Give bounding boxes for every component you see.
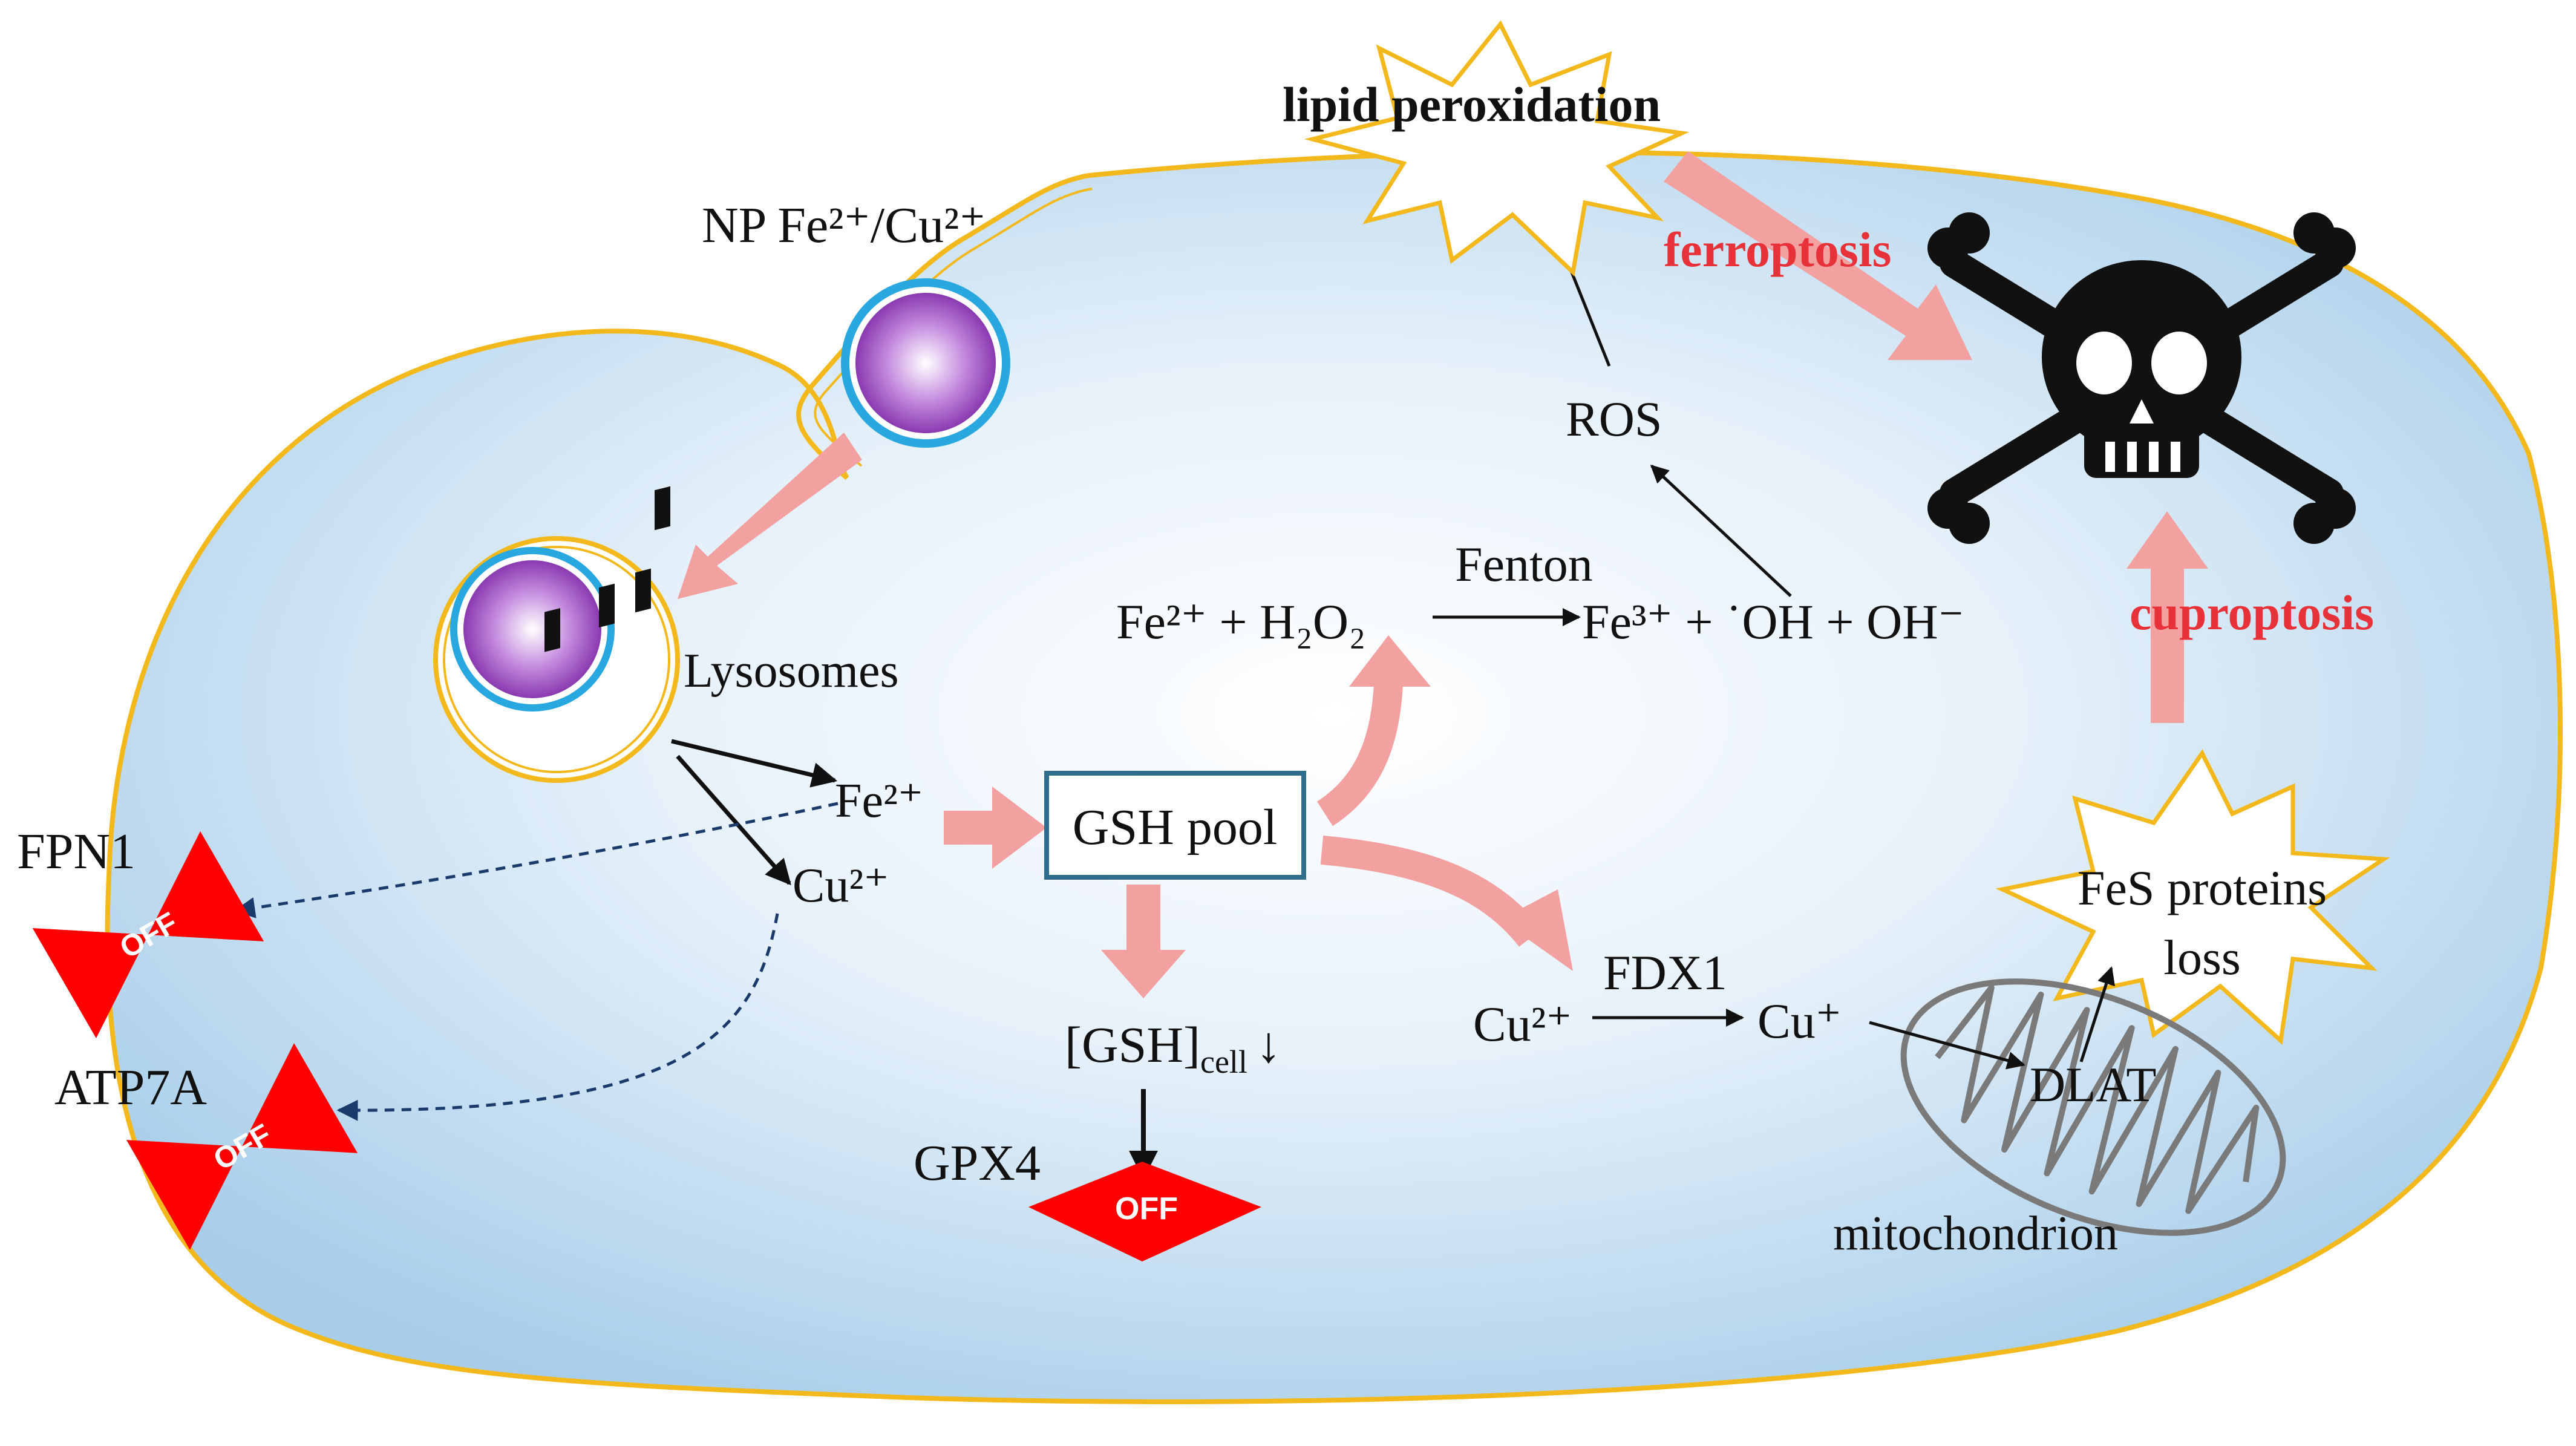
lipid-peroxidation-burst xyxy=(1304,20,1690,277)
lysosome xyxy=(433,486,680,783)
gsh-pool-label: GSH pool xyxy=(1073,799,1277,855)
gsh-cell-label: [GSH]cell↓ xyxy=(1065,1017,1281,1080)
gsh-cell-subscript: cell xyxy=(1200,1044,1247,1080)
mitochondrion-label: mitochondrion xyxy=(1833,1207,2118,1260)
fenton-products: Fe³⁺ + ˙OH + OH⁻ xyxy=(1582,594,1964,649)
cu-release-arrow xyxy=(676,754,791,886)
fenton-reactants: Fe²⁺ + H₂O₂ xyxy=(1116,594,1366,649)
nanoparticle-label: NP Fe²⁺/Cu²⁺ xyxy=(702,197,986,254)
lipid-peroxidation-label: lipid peroxidation xyxy=(1283,77,1661,132)
ion-fragment xyxy=(599,583,615,628)
cu-plus-label: Cu⁺ xyxy=(1757,993,1842,1049)
gsh-down-arrow: ↓ xyxy=(1256,1017,1281,1073)
svg-text:OFF: OFF xyxy=(1115,1191,1178,1226)
cuproptosis-label: cuproptosis xyxy=(2130,585,2374,640)
ion-fragment xyxy=(655,486,670,531)
fpn1-label: FPN1 xyxy=(17,823,136,880)
cuproptosis-flow-arrow xyxy=(2127,511,2208,723)
gpx4-diamond-off-icon: OFF xyxy=(1028,1162,1261,1261)
gsh-to-fdx1-arrowhead xyxy=(1500,889,1573,971)
ferroptosis-label: ferroptosis xyxy=(1664,222,1892,277)
ros-label: ROS xyxy=(1566,391,1662,447)
dlat-to-fes-arrow xyxy=(2079,966,2115,1062)
cu2-fdx-label: Cu²⁺ xyxy=(1473,996,1572,1052)
cell-membrane xyxy=(105,149,2563,1404)
skull-crossbones-icon xyxy=(1927,212,2356,544)
fe-release-arrow xyxy=(671,739,838,788)
fes-proteins-label: FeS proteins xyxy=(2077,860,2327,915)
cu-release-label: Cu²⁺ xyxy=(793,859,889,912)
ion-fragment xyxy=(544,608,560,652)
gsh-pool-box xyxy=(1044,771,1306,880)
dlat-label: DLAT xyxy=(2030,1057,2157,1112)
endocytosis-flow-arrow xyxy=(678,433,862,599)
ion-fragment xyxy=(635,568,651,613)
fes-loss-label: loss xyxy=(2163,930,2241,985)
gsh-depletion-flow-arrow xyxy=(1101,885,1186,998)
fenton-label: Fenton xyxy=(1455,537,1593,592)
oh-to-ros-arrow xyxy=(1650,464,1792,597)
gsh-to-fenton-arrowhead xyxy=(1349,635,1431,687)
ferroptosis-flow-arrow xyxy=(1664,151,1972,360)
fe-release-label: Fe²⁺ xyxy=(835,774,923,828)
gpx4-label: GPX4 xyxy=(914,1135,1041,1191)
cu-to-dlat-arrow xyxy=(1869,1021,2025,1070)
nanoparticle-outside xyxy=(841,278,1010,448)
fdx1-label: FDX1 xyxy=(1603,945,1727,1000)
lysosomes-label: Lysosomes xyxy=(684,644,899,698)
fe-to-gsh-flow-arrow xyxy=(944,787,1047,869)
atp7a-label: ATP7A xyxy=(54,1059,207,1116)
fe-efflux-dashed-arrow xyxy=(234,802,839,918)
gsh-to-fenton-flow-arrow xyxy=(1316,682,1403,826)
cu-efflux-dashed-arrow xyxy=(336,913,779,1121)
